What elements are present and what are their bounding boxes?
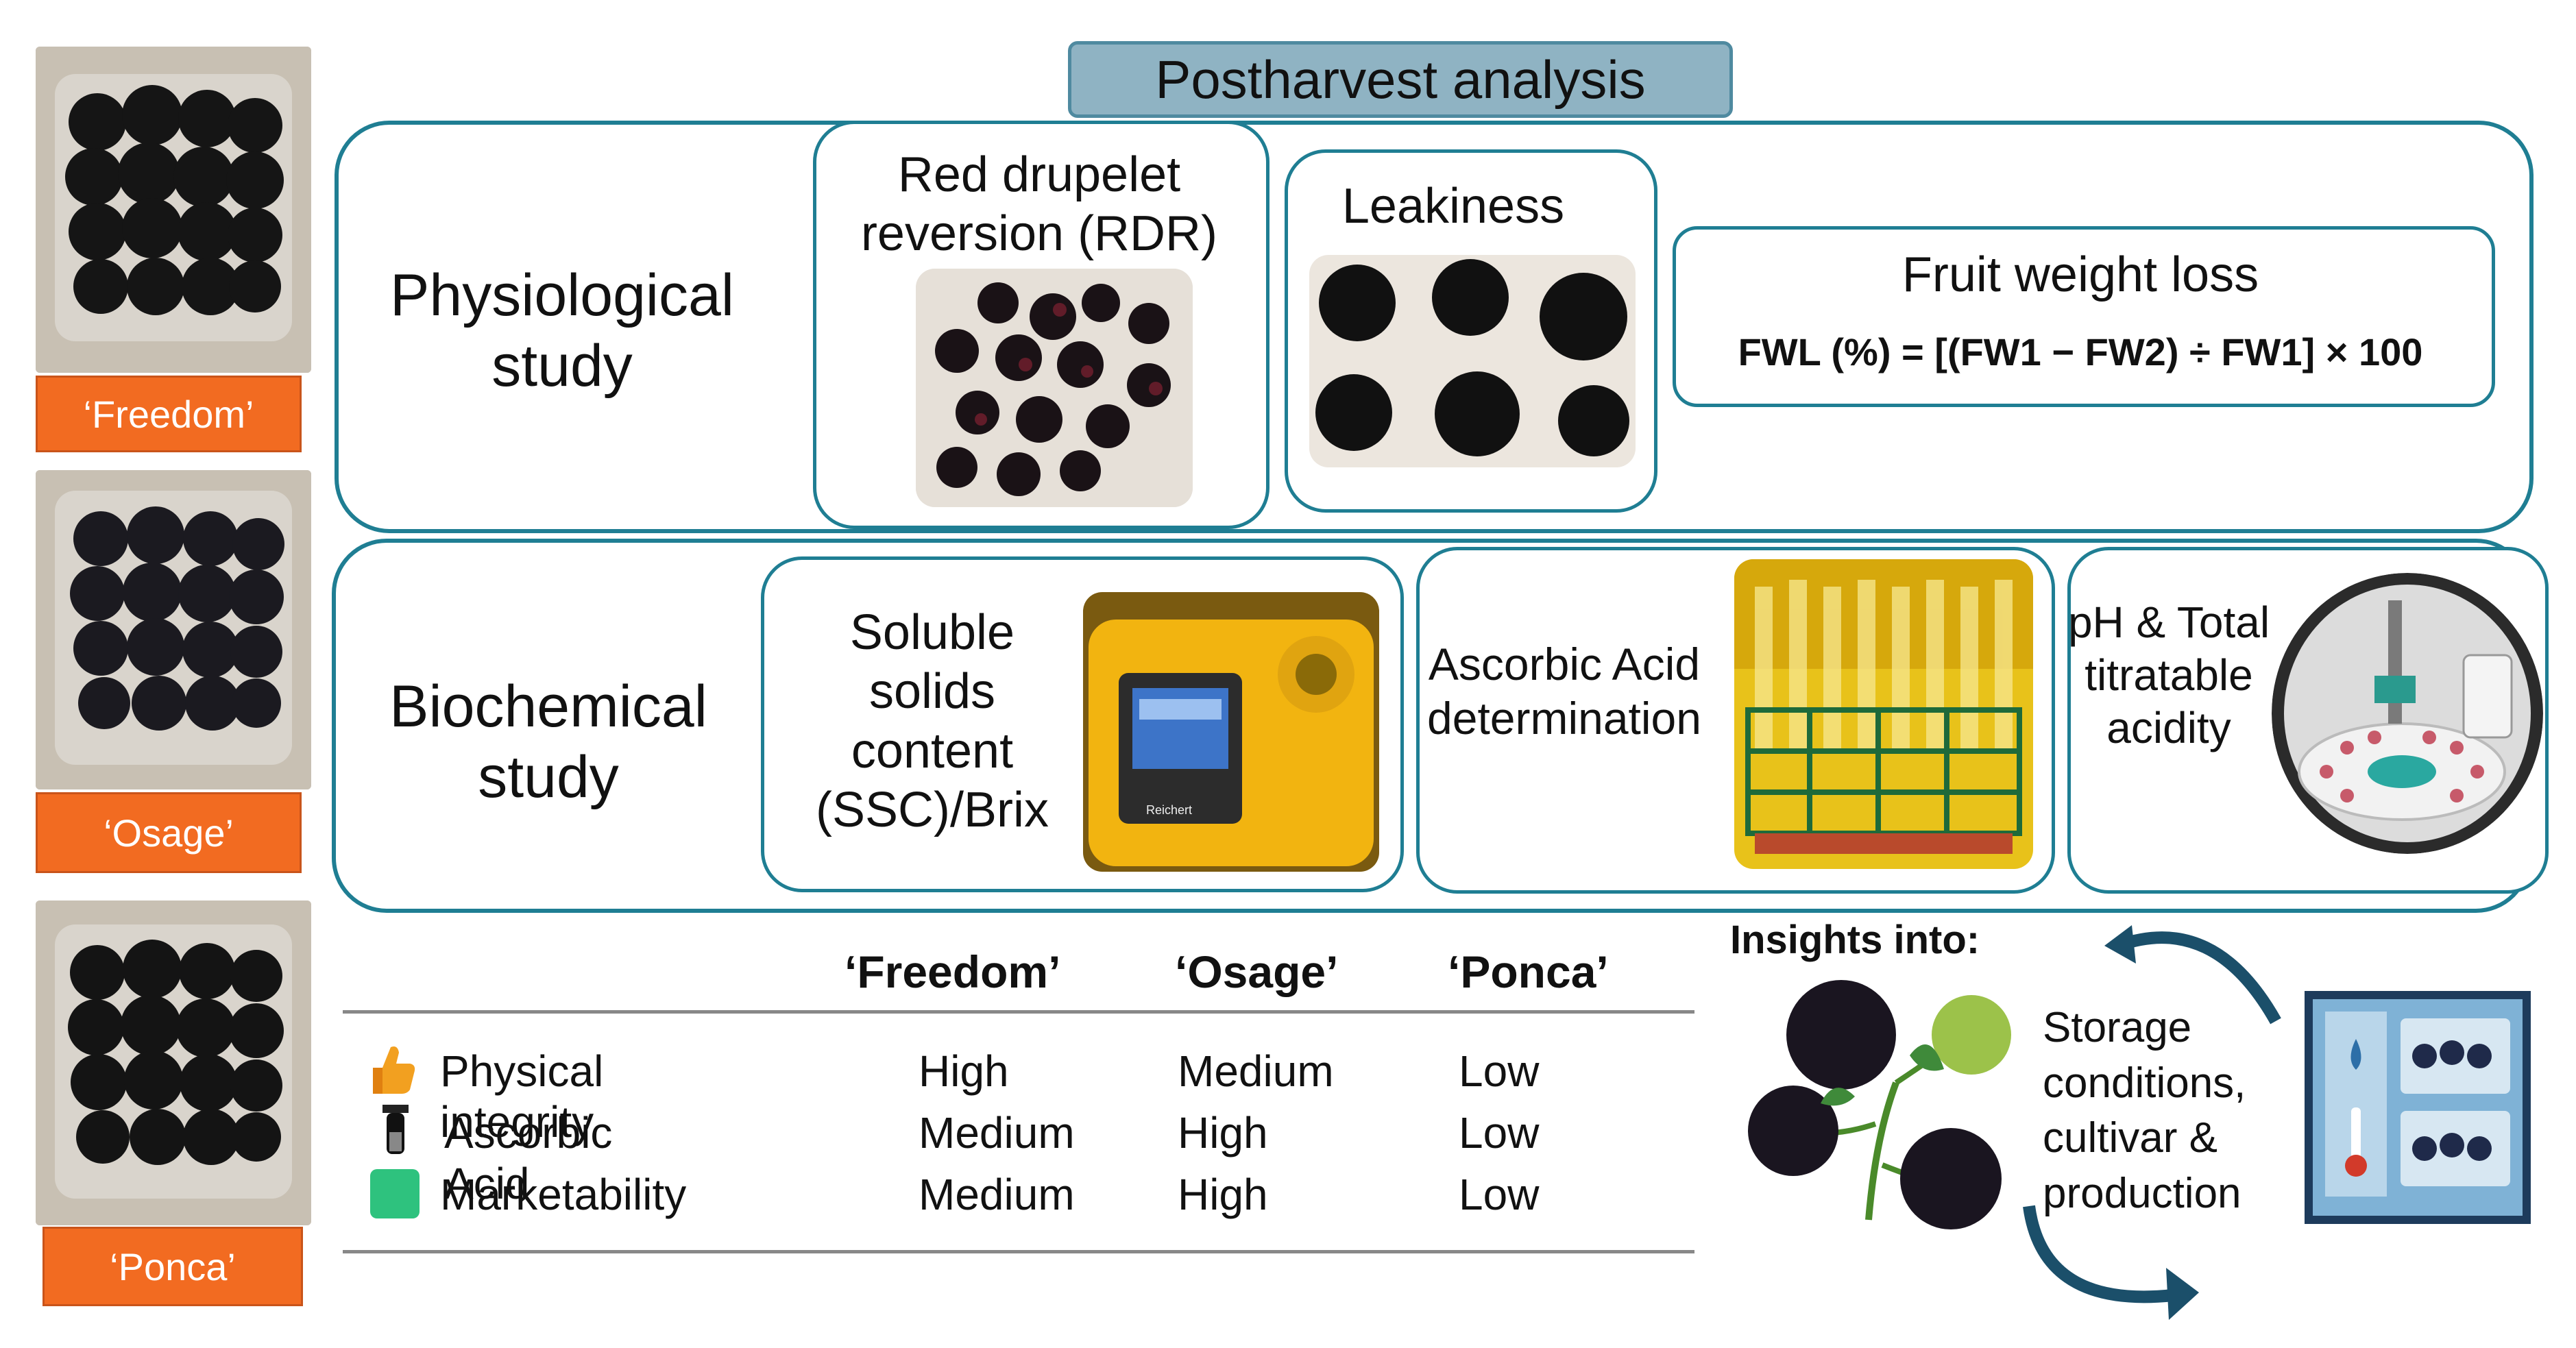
osage-photo bbox=[36, 470, 311, 789]
rdr-photo bbox=[916, 269, 1193, 507]
ph-label: pH & Total titratable acidity bbox=[2067, 598, 2270, 752]
cell-value: Low bbox=[1459, 1108, 1540, 1157]
refractometer-brand: Reichert bbox=[1146, 803, 1193, 817]
test-tube-icon bbox=[378, 1105, 413, 1157]
ponca-photo bbox=[36, 900, 311, 1225]
page-title-box: Postharvest analysis bbox=[1068, 41, 1733, 118]
row-label-marketability: Marketability bbox=[440, 1170, 687, 1219]
refractometer-icon bbox=[1083, 592, 1379, 872]
cultivar-tag-freedom: ‘Freedom’ bbox=[36, 376, 302, 452]
thumbs-up-icon bbox=[370, 1042, 418, 1096]
cell-value: Low bbox=[1459, 1046, 1540, 1096]
green-square-icon bbox=[370, 1169, 420, 1218]
insights-heading: Insights into: bbox=[1730, 918, 1980, 962]
blackberry-punnet-icon bbox=[36, 47, 311, 373]
physiological-heading: Physiological study bbox=[390, 262, 734, 400]
ssc-label: Soluble solids content (SSC)/Brix bbox=[816, 605, 1049, 838]
test-tube-rack-icon bbox=[1734, 559, 2033, 869]
rdr-label: Red drupelet reversion (RDR) bbox=[860, 147, 1218, 262]
table-header-ponca: ‘Ponca’ bbox=[1448, 946, 1609, 997]
blackberry-punnet-icon bbox=[36, 470, 311, 789]
cell-value: Medium bbox=[1178, 1046, 1334, 1096]
page-title: Postharvest analysis bbox=[1155, 49, 1646, 110]
refractometer-photo: Reichert bbox=[1083, 592, 1379, 872]
row-label-physical-integrity: Physical integrity bbox=[440, 1046, 604, 1147]
cell-value: High bbox=[919, 1046, 1009, 1096]
table-header-osage: ‘Osage’ bbox=[1175, 946, 1339, 997]
insights-text: Storage conditions, cultivar & productio… bbox=[2043, 1004, 2246, 1217]
cycle-arrow-bottom-icon bbox=[2015, 1192, 2207, 1329]
fwl-card bbox=[1673, 226, 2495, 407]
titrator-photo bbox=[2272, 573, 2543, 854]
autotitrator-icon bbox=[2272, 573, 2543, 854]
cell-value: Low bbox=[1459, 1170, 1540, 1219]
fwl-formula: FWL (%) = [(FW1 − FW2) ÷ FW1] × 100 bbox=[1738, 330, 2423, 373]
leakiness-label: Leakiness bbox=[1341, 179, 1565, 234]
cell-value: Medium bbox=[919, 1108, 1075, 1157]
biochemical-heading: Biochemical study bbox=[389, 674, 707, 811]
blackberries-on-paper-icon bbox=[1309, 255, 1636, 467]
leakiness-photo bbox=[1309, 255, 1636, 467]
cycle-arrow-top-icon bbox=[2104, 918, 2296, 1055]
cell-value: High bbox=[1178, 1108, 1268, 1157]
cultivar-tag-osage: ‘Osage’ bbox=[36, 792, 302, 873]
freedom-photo bbox=[36, 47, 311, 373]
row-label-ascorbic-acid: Ascorbic Acid bbox=[444, 1108, 613, 1208]
cultivar-tag-ponca: ‘Ponca’ bbox=[42, 1227, 303, 1306]
blackberry-scatter-icon bbox=[916, 269, 1193, 507]
blackberry-punnet-icon bbox=[36, 900, 311, 1225]
cell-value: High bbox=[1178, 1170, 1268, 1219]
test-tube-rack-photo bbox=[1734, 559, 2033, 869]
table-bottom-rule bbox=[343, 1250, 1694, 1253]
blackberry-branch-icon bbox=[1738, 959, 2026, 1234]
cold-storage-icon bbox=[2305, 991, 2531, 1224]
table-header-freedom: ‘Freedom’ bbox=[845, 946, 1061, 997]
cell-value: Medium bbox=[919, 1170, 1075, 1219]
table-top-rule bbox=[343, 1010, 1694, 1014]
ascorbic-label: Ascorbic Acid determination bbox=[1427, 639, 1701, 744]
fwl-title: Fruit weight loss bbox=[1901, 247, 2259, 302]
